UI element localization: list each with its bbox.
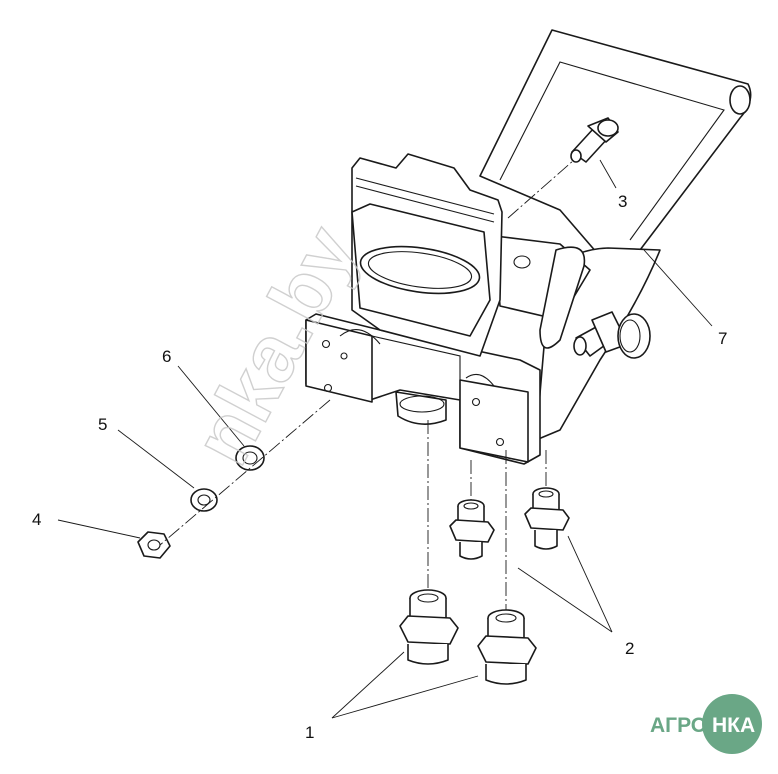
screw-part-3: [570, 117, 619, 163]
callout-3: 3: [618, 192, 627, 211]
mounting-bracket: [305, 313, 541, 465]
logo-text-right: НКА: [712, 714, 755, 737]
callout-4: 4: [32, 510, 41, 529]
nut-part-4: [137, 531, 171, 559]
spring-washer-part-5: [190, 488, 218, 512]
hinge-plate: [494, 235, 591, 349]
logo-text-left: АГРО: [650, 714, 707, 737]
assembly-axis-lines: [159, 159, 575, 610]
fitting-part-2-left: [449, 499, 495, 560]
fitting-part-1-left: [399, 589, 459, 665]
callout-1: 1: [305, 723, 314, 742]
callout-labels: 1 2 3 4 5 6 7: [32, 192, 727, 742]
logo-circle: [702, 694, 762, 754]
control-unit-housing: [351, 153, 503, 357]
washer-part-6: [235, 445, 265, 471]
agronka-logo: АГРО НКА: [650, 694, 762, 754]
fitting-part-2-right: [524, 487, 570, 550]
callout-7: 7: [718, 329, 727, 348]
callout-2: 2: [625, 639, 634, 658]
leader-lines: [57, 159, 713, 719]
callout-6: 6: [162, 347, 171, 366]
clamp-knob: [573, 311, 651, 359]
callout-5: 5: [98, 415, 107, 434]
fitting-part-1-right: [477, 609, 537, 685]
